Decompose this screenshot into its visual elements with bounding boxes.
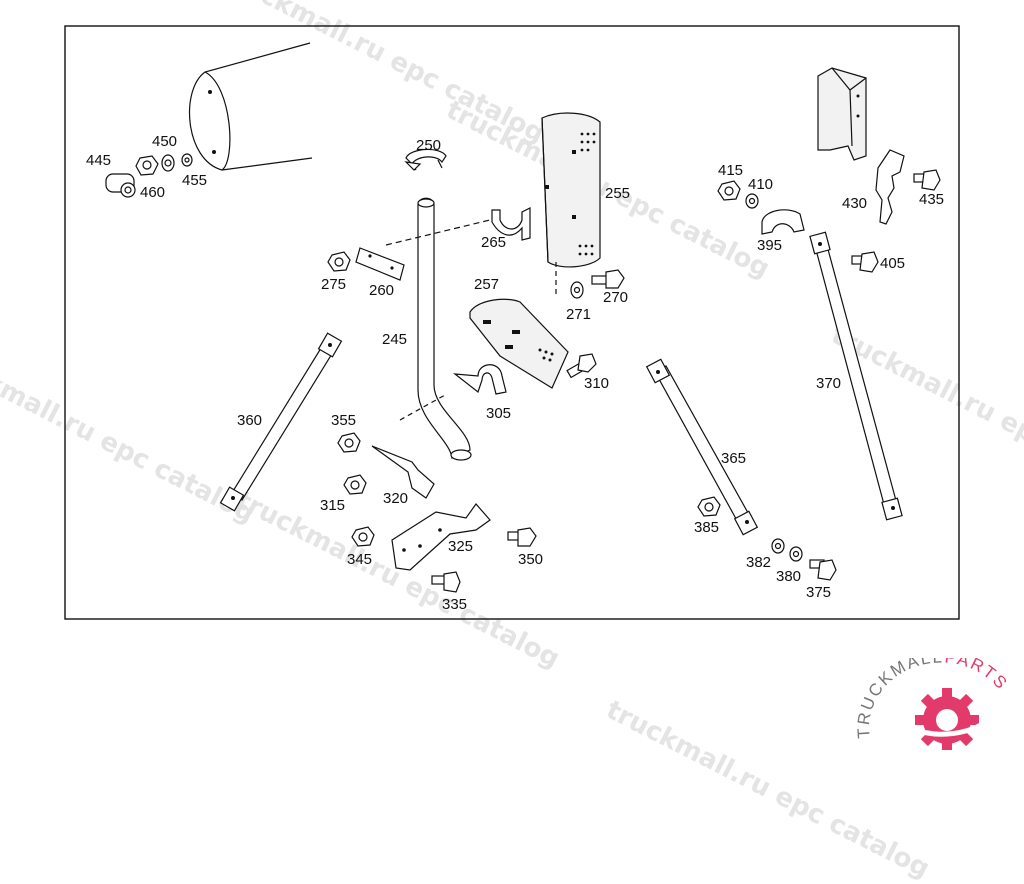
bracket-430: [875, 149, 905, 225]
part-label-365: 365: [721, 450, 746, 467]
part-label-380: 380: [776, 568, 801, 585]
exploded-diagram: 445 450 455 460 250 255 265 257 275 260 …: [64, 25, 960, 620]
part-label-271: 271: [566, 306, 591, 323]
gear-icon: [905, 688, 993, 752]
leader-line: [385, 219, 491, 246]
strut-365: [645, 358, 759, 536]
washer-410: [745, 193, 759, 209]
part-label-325: 325: [448, 538, 473, 555]
part-label-270: 270: [603, 289, 628, 306]
part-label-305: 305: [486, 405, 511, 422]
part-label-410: 410: [748, 176, 773, 193]
bracket-325: [391, 503, 491, 571]
exhaust-pipe-245: [417, 197, 472, 461]
part-label-382: 382: [746, 554, 771, 571]
part-label-395: 395: [757, 237, 782, 254]
part-label-245: 245: [382, 331, 407, 348]
nut-355: [337, 432, 361, 453]
bracket-320: [371, 394, 446, 499]
bolt-435: [913, 169, 941, 191]
part-label-335: 335: [442, 596, 467, 613]
part-label-385: 385: [694, 519, 719, 536]
strut-370: [809, 231, 903, 521]
nut-345: [351, 526, 375, 547]
part-label-445: 445: [86, 152, 111, 169]
diagram-frame: [64, 25, 960, 620]
part-label-370: 370: [816, 375, 841, 392]
part-label-260: 260: [369, 282, 394, 299]
part-label-265: 265: [481, 234, 506, 251]
washer-271: [570, 281, 584, 299]
part-label-360: 360: [237, 412, 262, 429]
logo-mark: TRUCKMALLPARTS: [854, 647, 1010, 752]
nut-415: [717, 180, 741, 201]
part-label-350: 350: [518, 551, 543, 568]
part-label-430: 430: [842, 195, 867, 212]
part-label-275: 275: [321, 276, 346, 293]
nut-385: [697, 496, 721, 517]
bolt-375: [809, 559, 837, 581]
heat-shield-255: [541, 112, 601, 295]
strut-360: [219, 332, 343, 512]
part-label-405: 405: [880, 255, 905, 272]
truckmallparts-logo: TRUCKMALLPARTS: [852, 647, 1022, 752]
bolt-270: [591, 269, 625, 289]
bolt-310: [566, 353, 597, 379]
nut-450: [135, 155, 159, 176]
bolt-405: [851, 251, 879, 273]
plate-260: [355, 247, 405, 281]
heat-shield-257: [469, 298, 569, 389]
clamp-250: [404, 148, 447, 171]
mounting-bracket: [817, 67, 867, 161]
part-label-315: 315: [320, 497, 345, 514]
bolt-350: [507, 527, 537, 547]
bolt-335: [431, 571, 461, 593]
part-label-435: 435: [919, 191, 944, 208]
part-label-255: 255: [605, 185, 630, 202]
clamp-395: [761, 209, 805, 235]
bracket-265: [491, 207, 531, 241]
nut-275: [327, 251, 351, 272]
part-label-415: 415: [718, 162, 743, 179]
fitting-445: [105, 173, 136, 198]
part-label-250: 250: [416, 137, 441, 154]
washer-382: [771, 538, 785, 554]
part-label-345: 345: [347, 551, 372, 568]
part-label-460: 460: [140, 184, 165, 201]
part-label-450: 450: [152, 133, 177, 150]
washer-450: [161, 154, 175, 172]
nut-315: [343, 474, 367, 495]
part-label-455: 455: [182, 172, 207, 189]
part-label-355: 355: [331, 412, 356, 429]
washer-380: [789, 546, 803, 562]
part-label-257: 257: [474, 276, 499, 293]
part-label-375: 375: [806, 584, 831, 601]
silencer-drum: [188, 42, 313, 171]
part-label-310: 310: [584, 375, 609, 392]
clamp-305: [453, 364, 507, 395]
part-label-320: 320: [383, 490, 408, 507]
part-labels: 445 450 455 460 250 255 265 257 275 260 …: [86, 133, 944, 613]
washer-455: [181, 153, 193, 167]
